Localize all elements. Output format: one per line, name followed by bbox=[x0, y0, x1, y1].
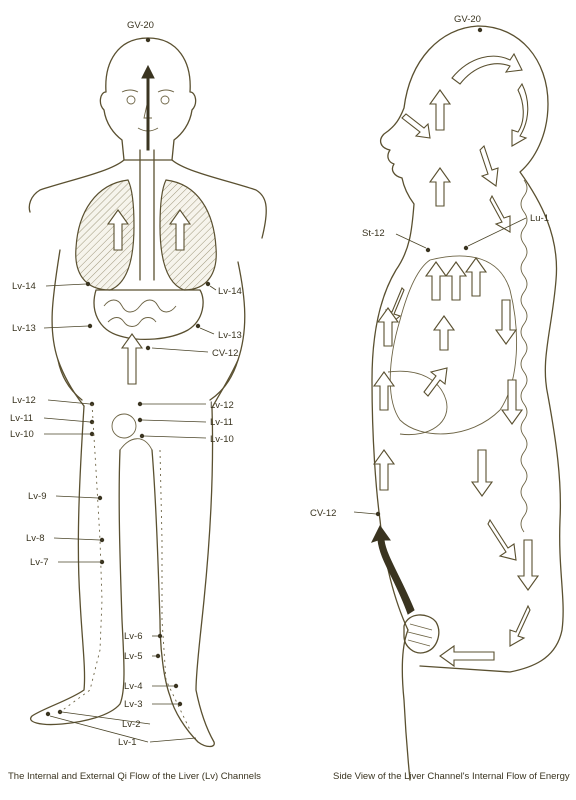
front-label-lv4: Lv-4 bbox=[124, 681, 142, 692]
front-label-lv3: Lv-3 bbox=[124, 699, 142, 710]
front-label-lv14-left: Lv-14 bbox=[12, 281, 36, 292]
side-view-caption: Side View of the Liver Channel's Interna… bbox=[333, 771, 573, 782]
front-eye-left bbox=[127, 96, 135, 104]
front-groin bbox=[120, 439, 152, 450]
front-label-lv13-right: Lv-13 bbox=[218, 330, 242, 341]
front-leg-right bbox=[152, 408, 214, 747]
front-label-lv10-right: Lv-10 bbox=[210, 434, 234, 445]
front-label-lv13-left: Lv-13 bbox=[12, 323, 36, 334]
front-label-lv12-left: Lv-12 bbox=[12, 395, 36, 406]
front-intestine-coils bbox=[104, 300, 176, 327]
front-label-lv12-right: Lv-12 bbox=[210, 400, 234, 411]
front-arm-left bbox=[52, 250, 82, 400]
side-arm-outline bbox=[402, 630, 410, 780]
side-flow-arrows bbox=[372, 54, 538, 666]
front-view-figure bbox=[29, 38, 266, 747]
front-view-caption: The Internal and External Qi Flow of the… bbox=[8, 771, 278, 782]
front-eye-right bbox=[161, 96, 169, 104]
front-label-lv11-right: Lv-11 bbox=[210, 417, 233, 428]
front-label-lv2: Lv-2 bbox=[122, 719, 140, 730]
side-body-outline bbox=[372, 26, 563, 672]
side-hand-fingers bbox=[408, 624, 432, 646]
side-label-st12: St-12 bbox=[362, 228, 385, 239]
front-label-lv7: Lv-7 bbox=[30, 557, 48, 568]
side-hand bbox=[404, 615, 439, 653]
side-label-lu1: Lu-1 bbox=[530, 213, 549, 224]
side-label-gv20: GV-20 bbox=[454, 14, 481, 25]
front-label-lv5: Lv-5 bbox=[124, 651, 142, 662]
front-torso-outline bbox=[29, 160, 266, 238]
front-label-lv1: Lv-1 bbox=[118, 737, 136, 748]
front-abdominal-organs bbox=[94, 290, 203, 339]
front-label-cv12: CV-12 bbox=[212, 348, 238, 359]
front-label-lv11-left: Lv-11 bbox=[10, 413, 33, 424]
front-label-lv9: Lv-9 bbox=[28, 491, 46, 502]
front-label-gv20: GV-20 bbox=[127, 20, 154, 31]
front-label-lv8: Lv-8 bbox=[26, 533, 44, 544]
front-label-lv6: Lv-6 bbox=[124, 631, 142, 642]
side-spine bbox=[521, 180, 527, 532]
front-trachea bbox=[140, 150, 154, 280]
front-lung-left bbox=[76, 180, 134, 290]
side-view-figure bbox=[372, 26, 563, 780]
side-label-cv12: CV-12 bbox=[310, 508, 336, 519]
front-pubic-region bbox=[112, 414, 136, 438]
front-lung-right bbox=[160, 180, 216, 290]
side-dark-arrow bbox=[372, 526, 414, 614]
front-label-lv14-right: Lv-14 bbox=[218, 286, 242, 297]
front-label-lv10-left: Lv-10 bbox=[10, 429, 34, 440]
